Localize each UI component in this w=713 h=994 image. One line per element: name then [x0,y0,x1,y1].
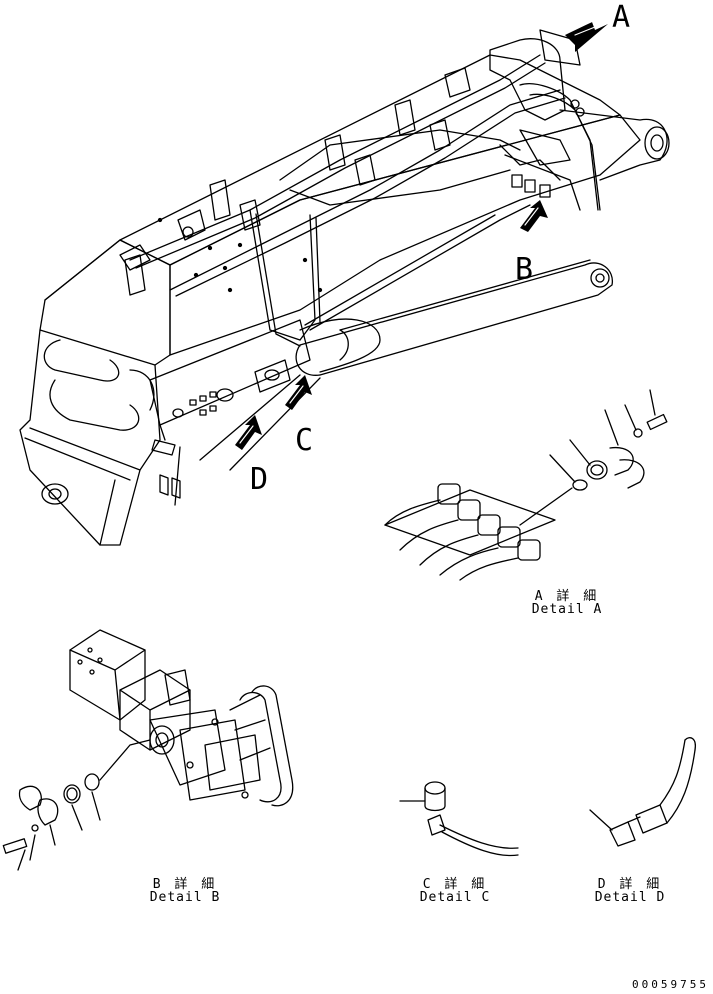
callout-label-b: B [515,252,534,287]
detail-b-title-en: Detail B [149,890,221,905]
detail-b-title-jp: B 詳 細 [152,877,218,892]
arrow-a [565,17,608,52]
arrow-b [520,200,548,232]
detail-a-drawing [384,389,668,581]
boom-cylinder [199,259,613,471]
detail-c-title-jp: C 詳 細 [422,877,488,892]
callout-label-d: D [250,462,269,497]
detail-c-title-en: Detail C [419,890,491,905]
arrow-d [235,415,262,450]
detail-a-title-en: Detail A [531,602,603,617]
detail-d-title-jp: D 詳 細 [597,877,663,892]
drawing-number: 00059755 [632,978,709,991]
boom-assembly [19,54,670,546]
detail-c-drawing [399,781,519,857]
callout-arrows [235,17,608,450]
callout-label-c: C [295,423,314,458]
boom-piping [124,29,601,347]
callout-label-a: A [612,0,631,35]
arrow-c [285,375,312,410]
detail-d-drawing [589,737,696,847]
detail-d-title-en: Detail D [594,890,666,905]
detail-a-title-jp: A 詳 細 [534,589,600,604]
detail-b-drawing [2,629,294,871]
